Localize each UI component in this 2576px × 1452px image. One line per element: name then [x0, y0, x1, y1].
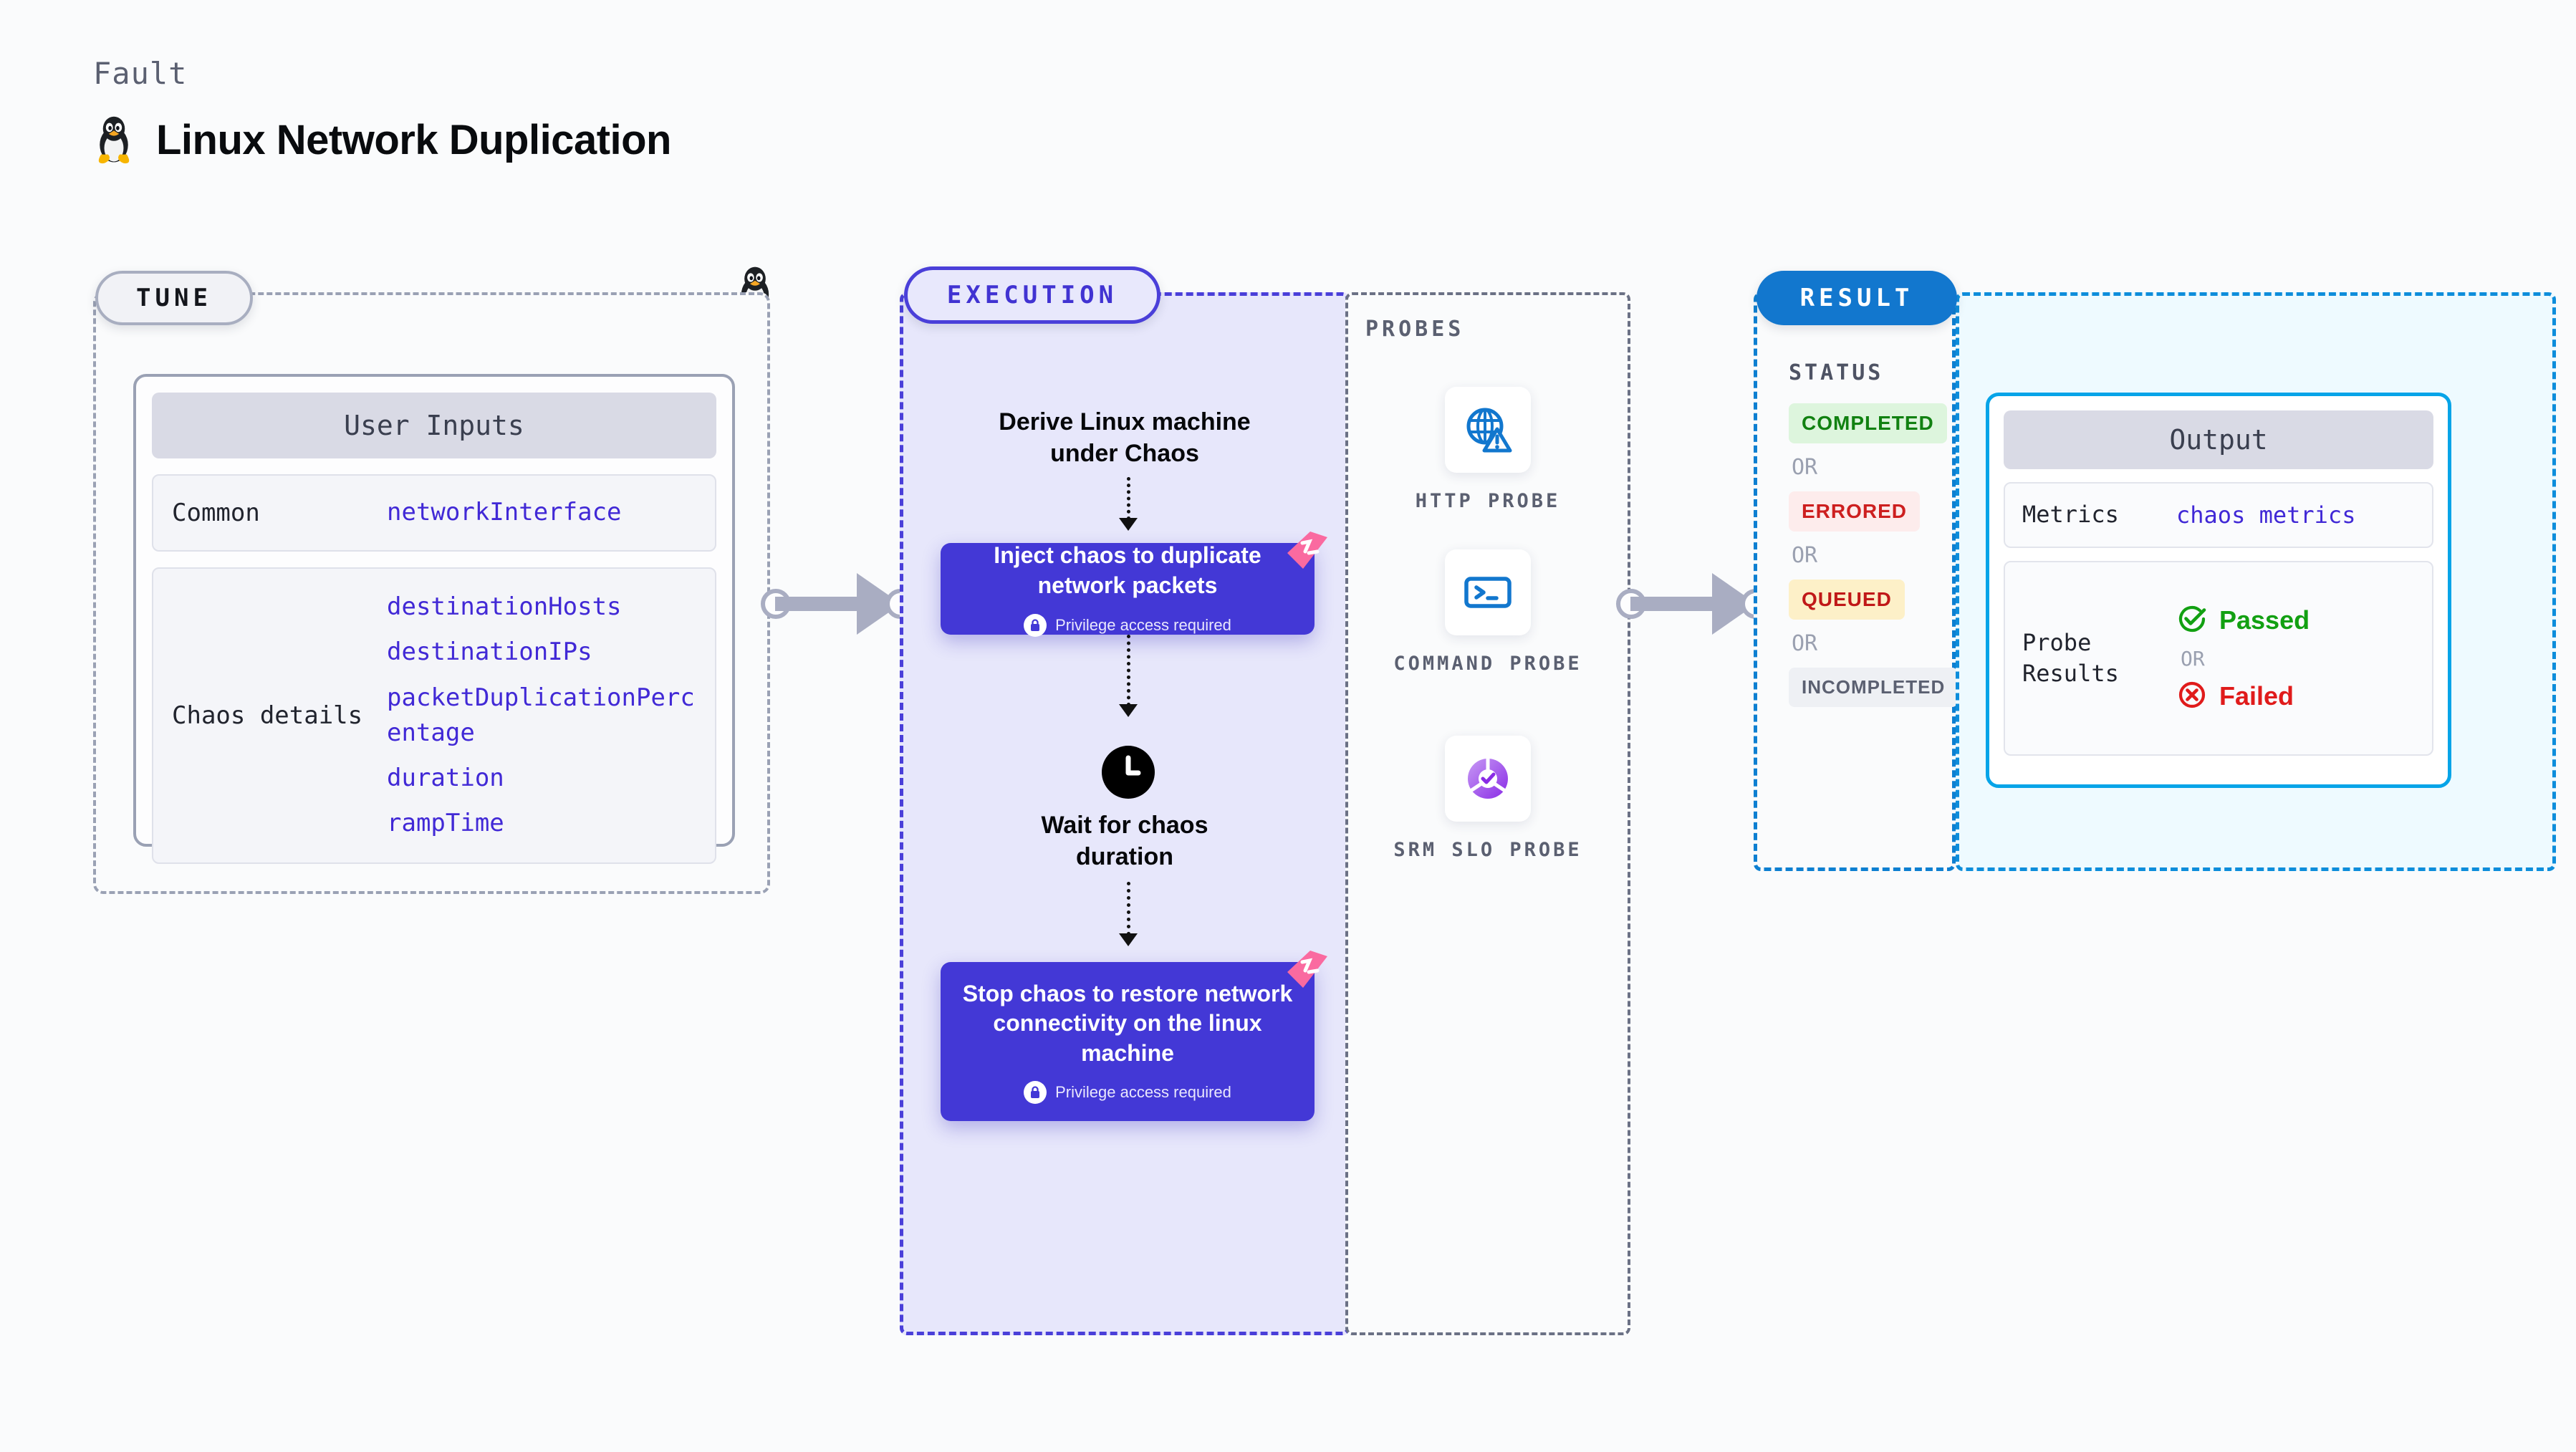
- x-circle-icon: [2176, 679, 2208, 714]
- failed-label: Failed: [2219, 681, 2294, 711]
- output-row-metrics: Metrics chaos metrics: [2004, 482, 2433, 548]
- flow-connector: [1127, 477, 1130, 520]
- page-title: Linux Network Duplication: [156, 116, 672, 163]
- page-title-row: Linux Network Duplication: [93, 115, 672, 165]
- execution-panel: Derive Linux machine under Chaos Inject …: [900, 292, 1350, 1335]
- clock-icon: [1102, 746, 1155, 799]
- output-metrics-value[interactable]: chaos metrics: [2176, 501, 2356, 529]
- privilege-text: Privilege access required: [1055, 1083, 1231, 1102]
- chaos-box-title: Stop chaos to restore network connectivi…: [962, 980, 1293, 1066]
- globe-warning-icon: [1445, 387, 1531, 473]
- input-row-values: destinationHosts destinationIPs packetDu…: [387, 585, 696, 847]
- execution-panel-badge[interactable]: EXECUTION: [904, 266, 1160, 324]
- flow-arrowhead: [1119, 518, 1138, 531]
- flow-connector: [1127, 635, 1130, 706]
- input-row-values: networkInterface: [387, 490, 622, 535]
- connector-execution-to-result: [1616, 573, 1771, 635]
- status-list: COMPLETED OR ERRORED OR QUEUED OR INCOMP…: [1789, 403, 1959, 707]
- linux-penguin-icon: [93, 115, 135, 165]
- result-panel-badge[interactable]: RESULT: [1756, 271, 1957, 325]
- status-badge-errored: ERRORED: [1789, 491, 1958, 532]
- input-row-chaos-details: Chaos details destinationHosts destinati…: [152, 567, 716, 864]
- output-metrics-label: Metrics: [2022, 501, 2119, 529]
- passed-label: Passed: [2219, 605, 2310, 635]
- probe-result-or-label: OR: [2181, 646, 2205, 670]
- tune-panel: User Inputs Common networkInterface Chao…: [93, 292, 770, 894]
- execution-step-wait: Wait for chaos duration: [1041, 812, 1208, 870]
- user-inputs-title: User Inputs: [152, 393, 716, 458]
- check-circle-icon: [2176, 603, 2208, 638]
- tune-panel-badge[interactable]: TUNE: [95, 271, 253, 325]
- user-inputs-card: User Inputs Common networkInterface Chao…: [133, 374, 735, 864]
- slo-donut-check-icon: [1445, 736, 1531, 822]
- probe-result-passed: Passed: [2176, 603, 2310, 638]
- param-destinationips[interactable]: destinationIPs: [387, 638, 592, 667]
- input-row-label: Chaos details: [172, 701, 363, 730]
- flow-arrowhead: [1119, 704, 1138, 717]
- probe-label: SRM SLO PROBE: [1393, 839, 1582, 861]
- terminal-icon: [1445, 549, 1531, 635]
- flow-connector: [1127, 882, 1130, 936]
- status-badge-queued: QUEUED: [1789, 580, 1958, 620]
- probe-command[interactable]: COMMAND PROBE: [1348, 549, 1628, 678]
- litmus-chaos-icon: [1282, 943, 1333, 995]
- status-badge-completed: COMPLETED: [1789, 403, 1958, 443]
- chaos-box-title: Inject chaos to duplicate network packet…: [994, 542, 1261, 598]
- output-probe-results-label: Probe Results: [2022, 628, 2119, 687]
- privilege-notice: Privilege access required: [1024, 1081, 1231, 1105]
- param-packetduplicationpercentage[interactable]: packetDuplicationPercentage: [387, 683, 695, 747]
- output-probe-results-values: Passed OR Failed: [2176, 603, 2310, 714]
- connector-tune-to-execution: [761, 573, 915, 635]
- status-title: STATUS: [1789, 360, 1884, 385]
- privilege-notice: Privilege access required: [1024, 613, 1231, 637]
- output-card-title: Output: [2004, 410, 2433, 469]
- status-or-label: OR: [1792, 631, 1818, 656]
- result-panel: STATUS COMPLETED OR ERRORED OR QUEUED OR…: [1754, 292, 1959, 871]
- probes-panel: PROBES HTTP PROBE COMMAND PROBE: [1345, 292, 1630, 1335]
- status-or-label: OR: [1792, 455, 1818, 480]
- execution-step-stop-chaos[interactable]: Stop chaos to restore network connectivi…: [941, 951, 1327, 1121]
- input-row-common: Common networkInterface: [152, 474, 716, 552]
- probe-http[interactable]: HTTP PROBE: [1348, 387, 1628, 515]
- output-row-probe-results: Probe Results Passed OR: [2004, 561, 2433, 756]
- param-destinationhosts[interactable]: destinationHosts: [387, 592, 622, 621]
- input-row-label: Common: [172, 499, 260, 527]
- litmus-chaos-icon: [1282, 524, 1333, 576]
- flow-arrowhead: [1119, 933, 1138, 946]
- status-badge-incompleted: INCOMPLETED: [1789, 668, 1959, 707]
- lock-icon: [1024, 1081, 1047, 1105]
- execution-step-derive: Derive Linux machine under Chaos: [999, 408, 1251, 467]
- probes-title: PROBES: [1365, 317, 1465, 342]
- status-or-label: OR: [1792, 543, 1818, 568]
- probe-label: COMMAND PROBE: [1393, 653, 1582, 675]
- param-duration[interactable]: duration: [387, 764, 504, 793]
- probe-label: HTTP PROBE: [1415, 490, 1561, 512]
- page-kicker: Fault: [93, 56, 188, 91]
- execution-step-inject-chaos[interactable]: Inject chaos to duplicate network packet…: [941, 532, 1327, 637]
- probe-srm-slo[interactable]: SRM SLO PROBE: [1348, 736, 1628, 864]
- output-card: Output Metrics chaos metrics Probe Resul…: [1986, 393, 2451, 788]
- lock-icon: [1024, 613, 1047, 637]
- param-networkinterface[interactable]: networkInterface: [387, 498, 622, 527]
- privilege-text: Privilege access required: [1055, 615, 1231, 634]
- param-ramptime[interactable]: rampTime: [387, 809, 504, 838]
- probe-result-failed: Failed: [2176, 679, 2310, 714]
